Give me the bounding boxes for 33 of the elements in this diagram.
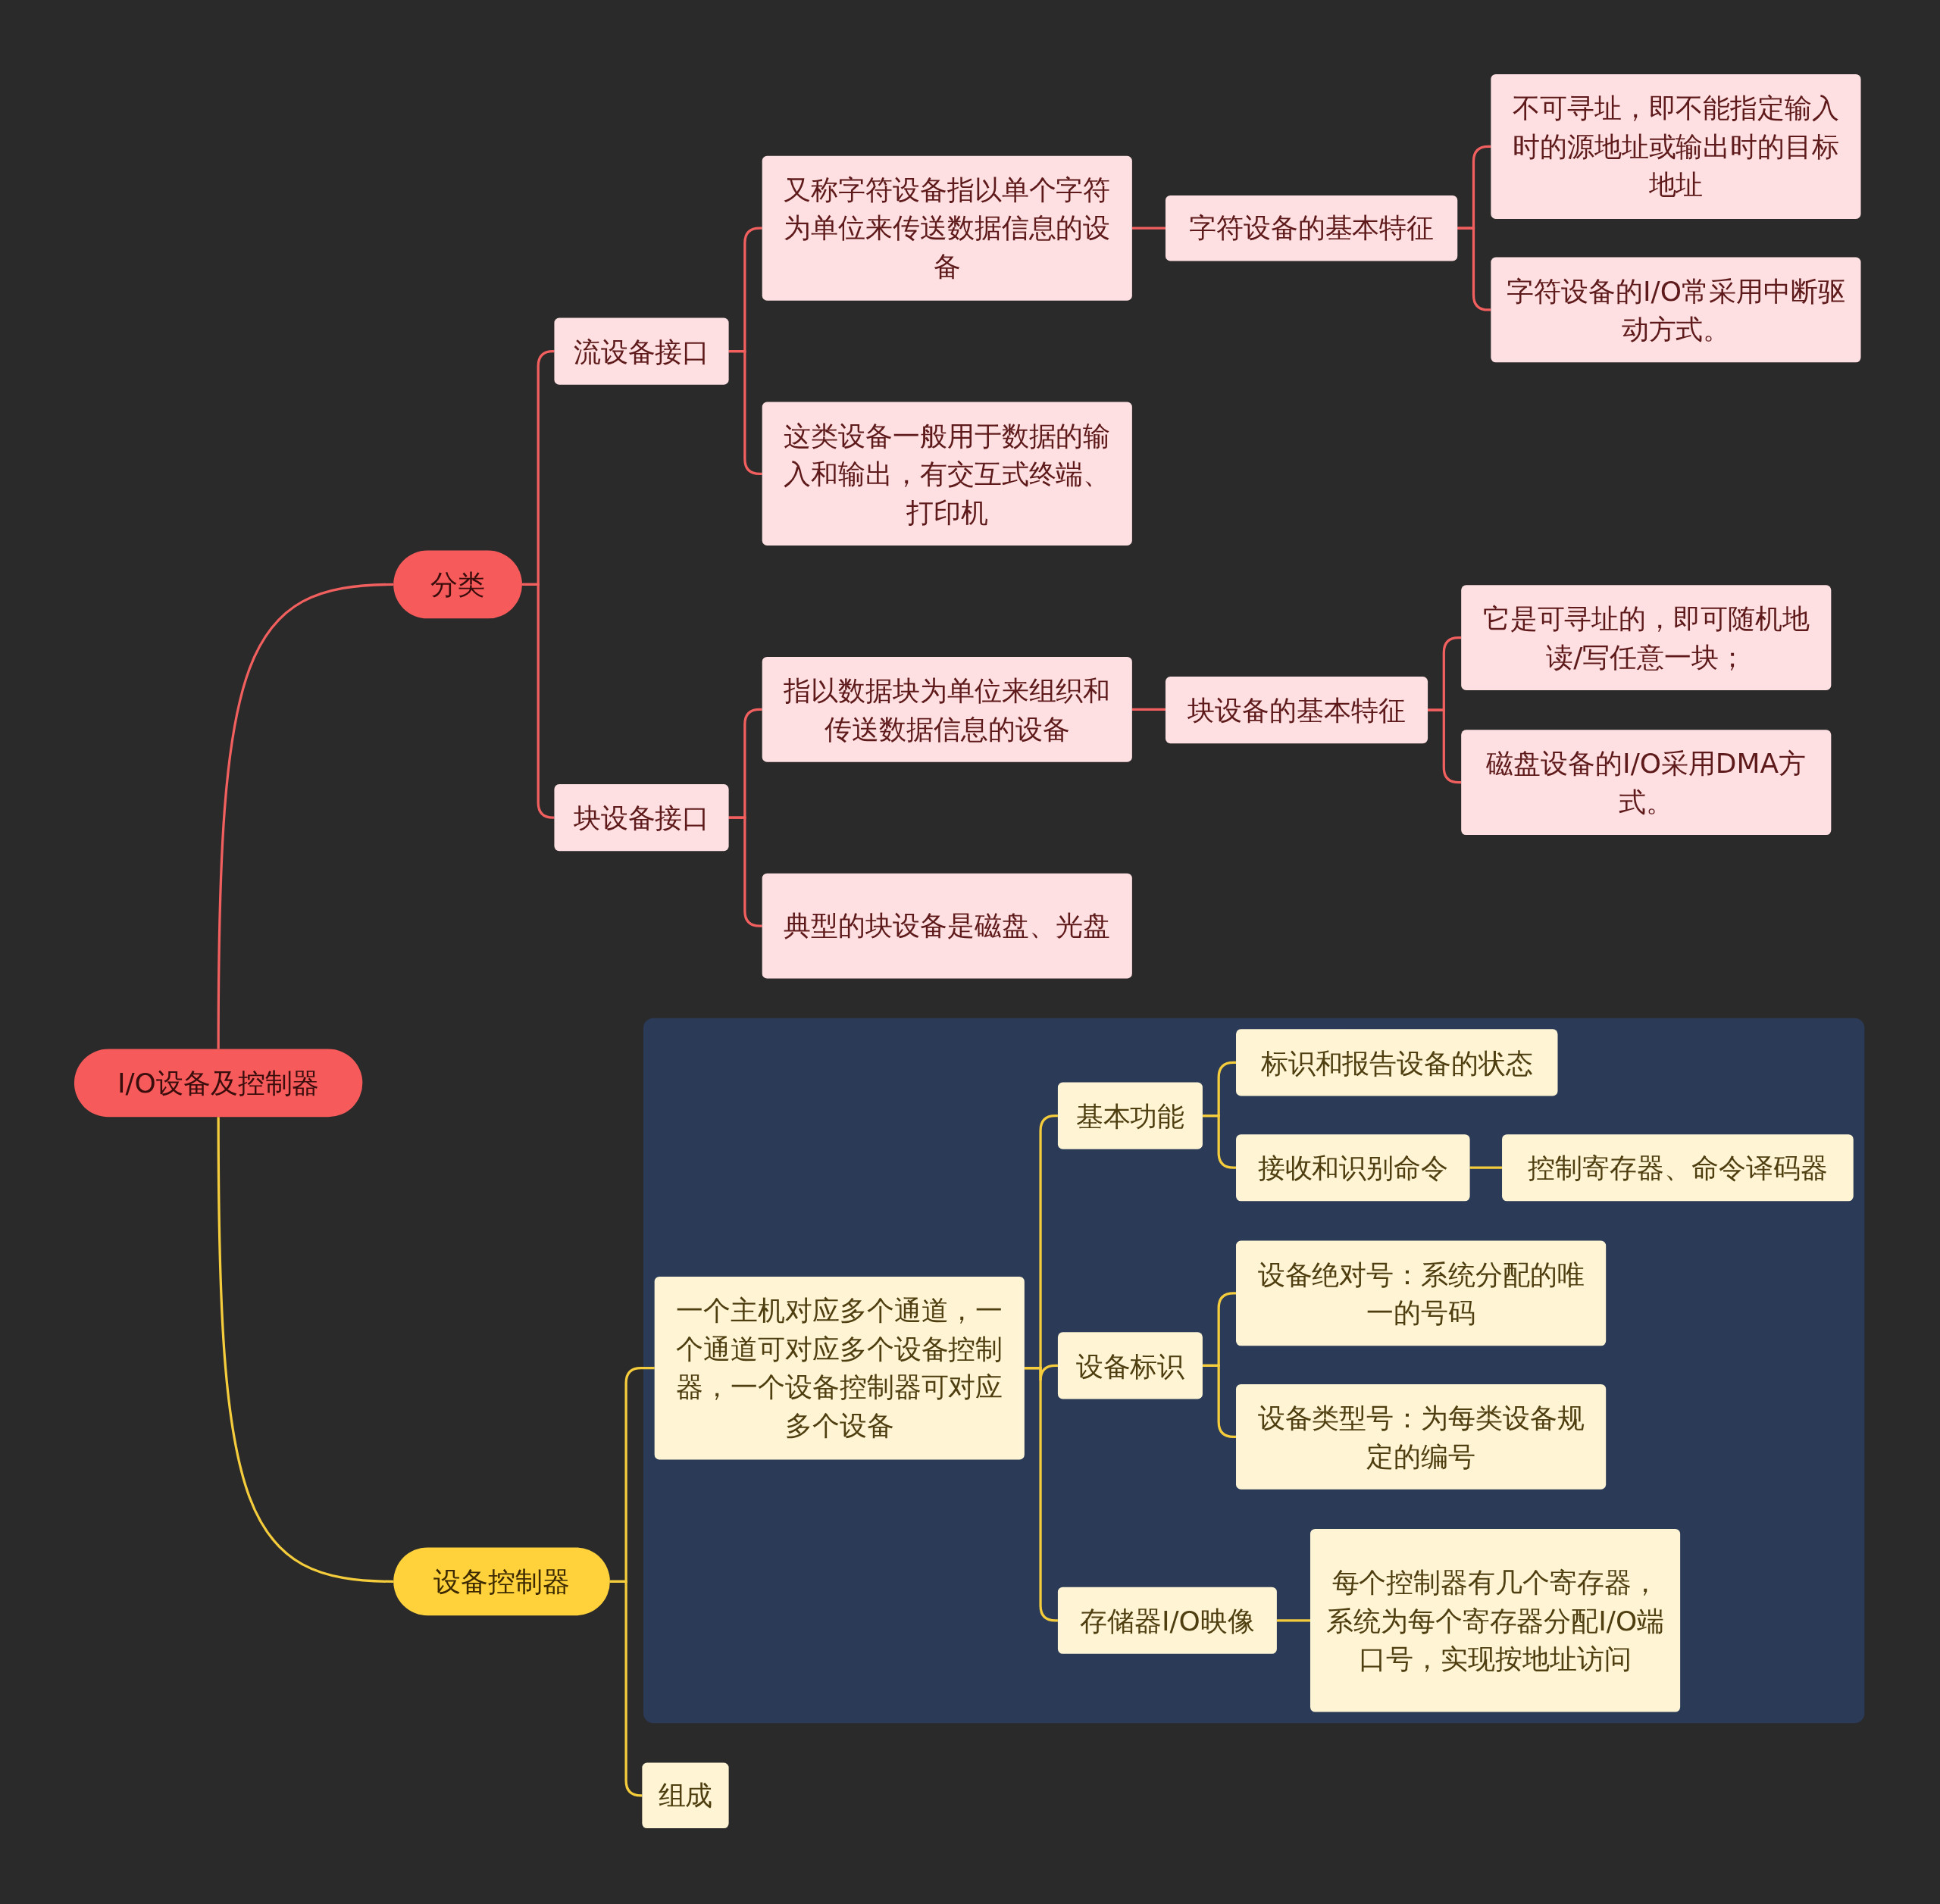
topic-box: 标识和报告设备的状态 bbox=[1236, 1029, 1558, 1096]
topic-box: 又称字符设备指以单个字符为单位来传送数据信息的设备 bbox=[762, 155, 1132, 301]
topic-box: 设备类型号：为每类设备规定的编号 bbox=[1236, 1383, 1607, 1490]
topic-box: 设备标识 bbox=[1057, 1332, 1203, 1399]
connector-line bbox=[1131, 708, 1166, 711]
topic-pill: I/O设备及控制器 bbox=[74, 1049, 363, 1118]
topic-box: 它是可寻址的，即可随机地读/写任意一块； bbox=[1461, 585, 1832, 690]
topic-box: 典型的块设备是磁盘、光盘 bbox=[762, 873, 1132, 979]
topic-box: 一个主机对应多个通道，一个通道可对应多个设备控制器，一个设备控制器可对应多个设备 bbox=[654, 1276, 1025, 1460]
topic-box: 字符设备的基本特征 bbox=[1165, 195, 1458, 261]
topic-box: 接收和识别命令 bbox=[1236, 1134, 1470, 1202]
topic-pill: 分类 bbox=[393, 550, 522, 619]
topic-box: 不可寻址，即不能指定输入时的源地址或输出时的目标地址 bbox=[1491, 73, 1861, 219]
topic-box: 设备绝对号：系统分配的唯一的号码 bbox=[1236, 1240, 1607, 1346]
topic-box: 流设备接口 bbox=[554, 317, 729, 385]
topic-box: 存储器I/O映像 bbox=[1057, 1587, 1277, 1654]
topic-box: 块设备接口 bbox=[554, 784, 729, 852]
topic-box: 每个控制器有几个寄存器，系统为每个寄存器分配I/O端口号，实现按地址访问 bbox=[1310, 1528, 1681, 1712]
topic-box: 字符设备的I/O常采用中断驱动方式。 bbox=[1491, 257, 1861, 363]
topic-box: 磁盘设备的I/O采用DMA方式。 bbox=[1461, 730, 1832, 836]
topic-pill: 设备控制器 bbox=[393, 1547, 610, 1616]
topic-box: 控制寄存器、命令译码器 bbox=[1502, 1134, 1854, 1202]
topic-box: 组成 bbox=[642, 1762, 729, 1829]
topic-box: 这类设备一般用于数据的输入和输出，有交互式终端、打印机 bbox=[762, 402, 1132, 546]
topic-box: 块设备的基本特征 bbox=[1165, 677, 1428, 744]
connector-line bbox=[1276, 1619, 1310, 1622]
topic-box: 基本功能 bbox=[1057, 1082, 1203, 1149]
connector-line bbox=[217, 1117, 394, 1583]
connector-line bbox=[1131, 227, 1166, 230]
connector-line bbox=[1469, 1166, 1503, 1169]
connector-line bbox=[217, 583, 394, 1049]
topic-box: 指以数据块为单位来组织和传送数据信息的设备 bbox=[762, 656, 1132, 762]
group-frame bbox=[643, 1018, 1865, 1724]
